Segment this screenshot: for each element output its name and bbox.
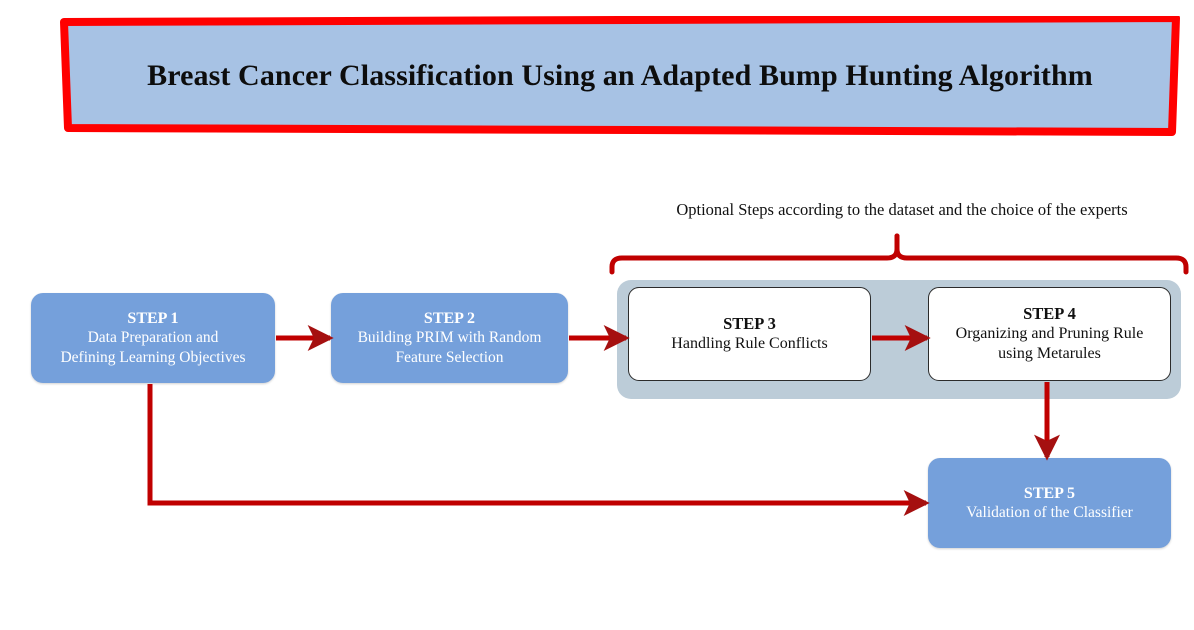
page-title: Breast Cancer Classification Using an Ad… [147,58,1093,92]
optional-steps-brace [609,233,1189,275]
title-banner: Breast Cancer Classification Using an Ad… [60,16,1180,136]
step-4-title: STEP 4 [1023,303,1076,323]
step-1-title: STEP 1 [127,309,179,327]
step-2-title: STEP 2 [423,309,476,327]
step-3-title: STEP 3 [723,313,776,333]
arrow-step1-to-step5 [147,384,930,516]
step-5-title: STEP 5 [1023,484,1076,502]
step-5-description: Validation of the Classifier [966,504,1133,522]
step-box-5[interactable]: STEP 5 Validation of the Classifier [928,458,1171,548]
step-3-description: Handling Rule Conflicts [671,335,828,353]
title-banner-shape [60,16,1180,136]
step-box-3[interactable]: STEP 3 Handling Rule Conflicts [628,287,871,381]
optional-steps-note: Optional Steps according to the dataset … [676,200,1128,219]
